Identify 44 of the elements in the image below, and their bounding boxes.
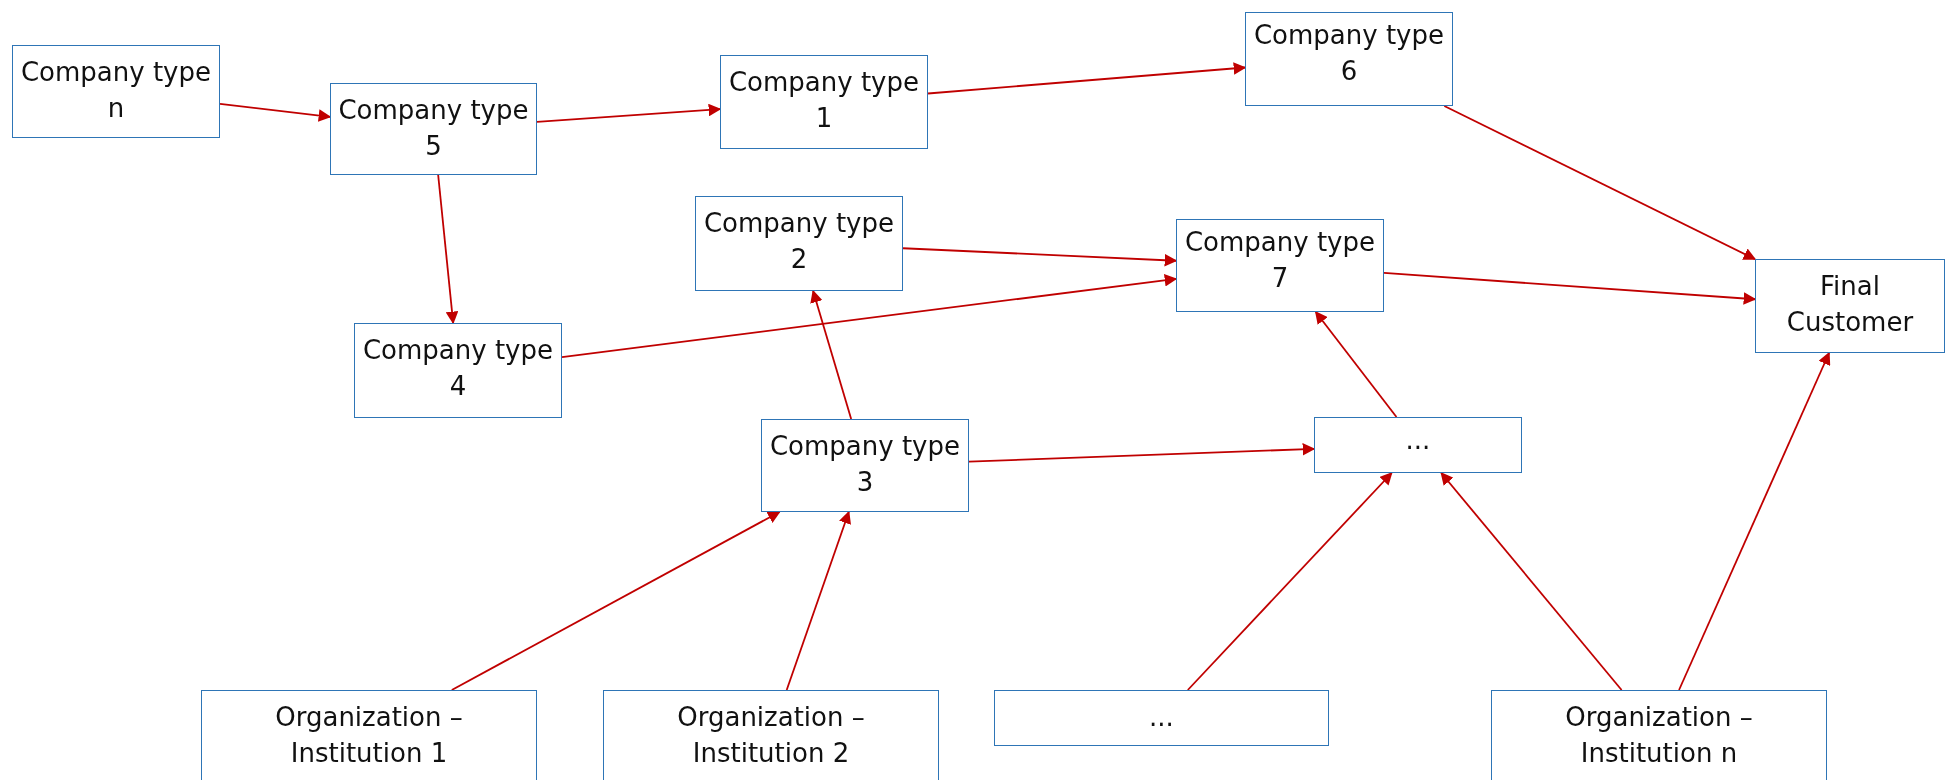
process-box — [720, 55, 928, 149]
arrow — [561, 273, 1178, 359]
arrow — [1678, 351, 1831, 691]
box-label: Organization – Institution 1 — [274, 701, 464, 770]
box-label: Company type 7 — [1183, 226, 1376, 295]
box-label: Organization – Institution n — [1564, 701, 1754, 770]
process-box — [761, 419, 969, 512]
arrow — [1383, 272, 1757, 305]
process-box — [695, 196, 903, 291]
arrow — [1186, 472, 1393, 691]
arrow — [927, 62, 1247, 95]
process-box — [12, 45, 220, 138]
arrow — [902, 247, 1178, 267]
arrow — [1314, 311, 1398, 418]
process-box — [1245, 12, 1453, 106]
process-box — [330, 83, 537, 175]
box-label: ... — [1405, 424, 1431, 457]
arrow — [1440, 472, 1623, 691]
arrow — [219, 102, 332, 122]
arrow — [536, 103, 722, 123]
box-label: Company type 6 — [1252, 19, 1445, 88]
arrow — [437, 174, 459, 325]
arrow — [450, 511, 781, 691]
box-label: ... — [1149, 701, 1174, 734]
process-box — [1491, 690, 1827, 780]
box-label: Company type 4 — [361, 334, 554, 403]
box-label: Company type n — [19, 56, 212, 125]
box-label: Organization – Institution 2 — [676, 701, 866, 770]
arrow — [810, 289, 853, 420]
process-box — [354, 323, 562, 418]
box-label: Company type 3 — [768, 430, 961, 499]
process-box — [201, 690, 537, 780]
process-box — [1755, 259, 1945, 353]
arrow — [1443, 105, 1757, 261]
box-label: Company type 1 — [727, 66, 920, 135]
process-box — [603, 690, 939, 780]
box-label: Final Customer — [1785, 270, 1915, 339]
box-label: Company type 2 — [702, 207, 895, 276]
process-box — [1176, 219, 1384, 312]
arrow — [968, 443, 1316, 463]
process-box — [994, 690, 1329, 746]
process-box — [1314, 417, 1522, 473]
arrow — [785, 510, 851, 691]
box-label: Company type 5 — [337, 94, 530, 163]
